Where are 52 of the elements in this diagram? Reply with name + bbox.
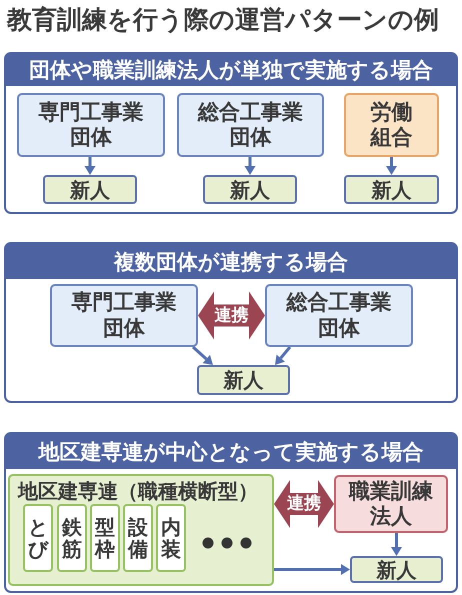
double-arrow <box>198 292 265 340</box>
section-panel <box>4 52 458 214</box>
section-heading: 複数団体が連携する場合 <box>6 244 456 279</box>
box-label: 設備 <box>128 516 148 560</box>
box-label: 新人 <box>376 558 416 582</box>
group-heading: 地区建専連（職種横断型） <box>18 479 258 503</box>
arrow <box>84 157 96 175</box>
arrow <box>244 157 256 175</box>
organization-box <box>344 93 439 157</box>
arrow <box>391 533 402 556</box>
trade-box <box>57 504 87 572</box>
box-label: 内装 <box>161 516 181 560</box>
training-school-box <box>334 475 448 533</box>
box-label: 新人 <box>372 178 412 202</box>
trade-box <box>123 504 153 572</box>
box-label: 労働組合 <box>369 100 414 150</box>
box-label: 専門工事業団体 <box>38 100 144 150</box>
arrow <box>274 564 350 575</box>
section-panel <box>4 242 458 403</box>
arrow <box>275 346 292 365</box>
arrow <box>386 157 397 175</box>
box-label: 専門工事業団体 <box>70 290 178 341</box>
group-box <box>8 474 274 586</box>
box-label: 新人 <box>70 178 110 202</box>
organization-box <box>177 93 324 157</box>
section-panel <box>4 432 458 593</box>
box-label: 新人 <box>230 178 270 202</box>
organization-box <box>50 284 198 347</box>
trainee-box <box>344 175 439 204</box>
trainee-box <box>43 175 137 204</box>
trainee-box <box>197 365 290 395</box>
arrow <box>192 346 213 365</box>
box-label: 新人 <box>224 368 264 392</box>
diagram-title: 教育訓練を行う際の運営パターンの例 <box>7 5 439 35</box>
box-label: 職業訓練法人 <box>348 478 434 530</box>
section-heading: 団体や職業訓練法人が単独で実施する場合 <box>6 54 456 86</box>
trainee-box <box>203 175 297 204</box>
box-label: とび <box>28 516 48 560</box>
trade-box <box>23 504 53 572</box>
organization-box <box>265 284 413 347</box>
trade-box <box>156 504 186 572</box>
organization-box <box>17 93 165 157</box>
edge-label: 連携 <box>287 494 321 514</box>
edge-label: 連携 <box>214 306 248 325</box>
box-label: 型枠 <box>95 516 115 560</box>
box-label: 鉄筋 <box>62 516 82 560</box>
section-heading: 地区建専連が中心となって実施する場合 <box>6 434 456 469</box>
trade-box <box>90 504 120 572</box>
trainee-box <box>350 556 443 583</box>
box-label: 総合工事業団体 <box>285 290 392 341</box>
box-label: 総合工事業団体 <box>196 100 304 150</box>
double-arrow <box>274 480 334 528</box>
